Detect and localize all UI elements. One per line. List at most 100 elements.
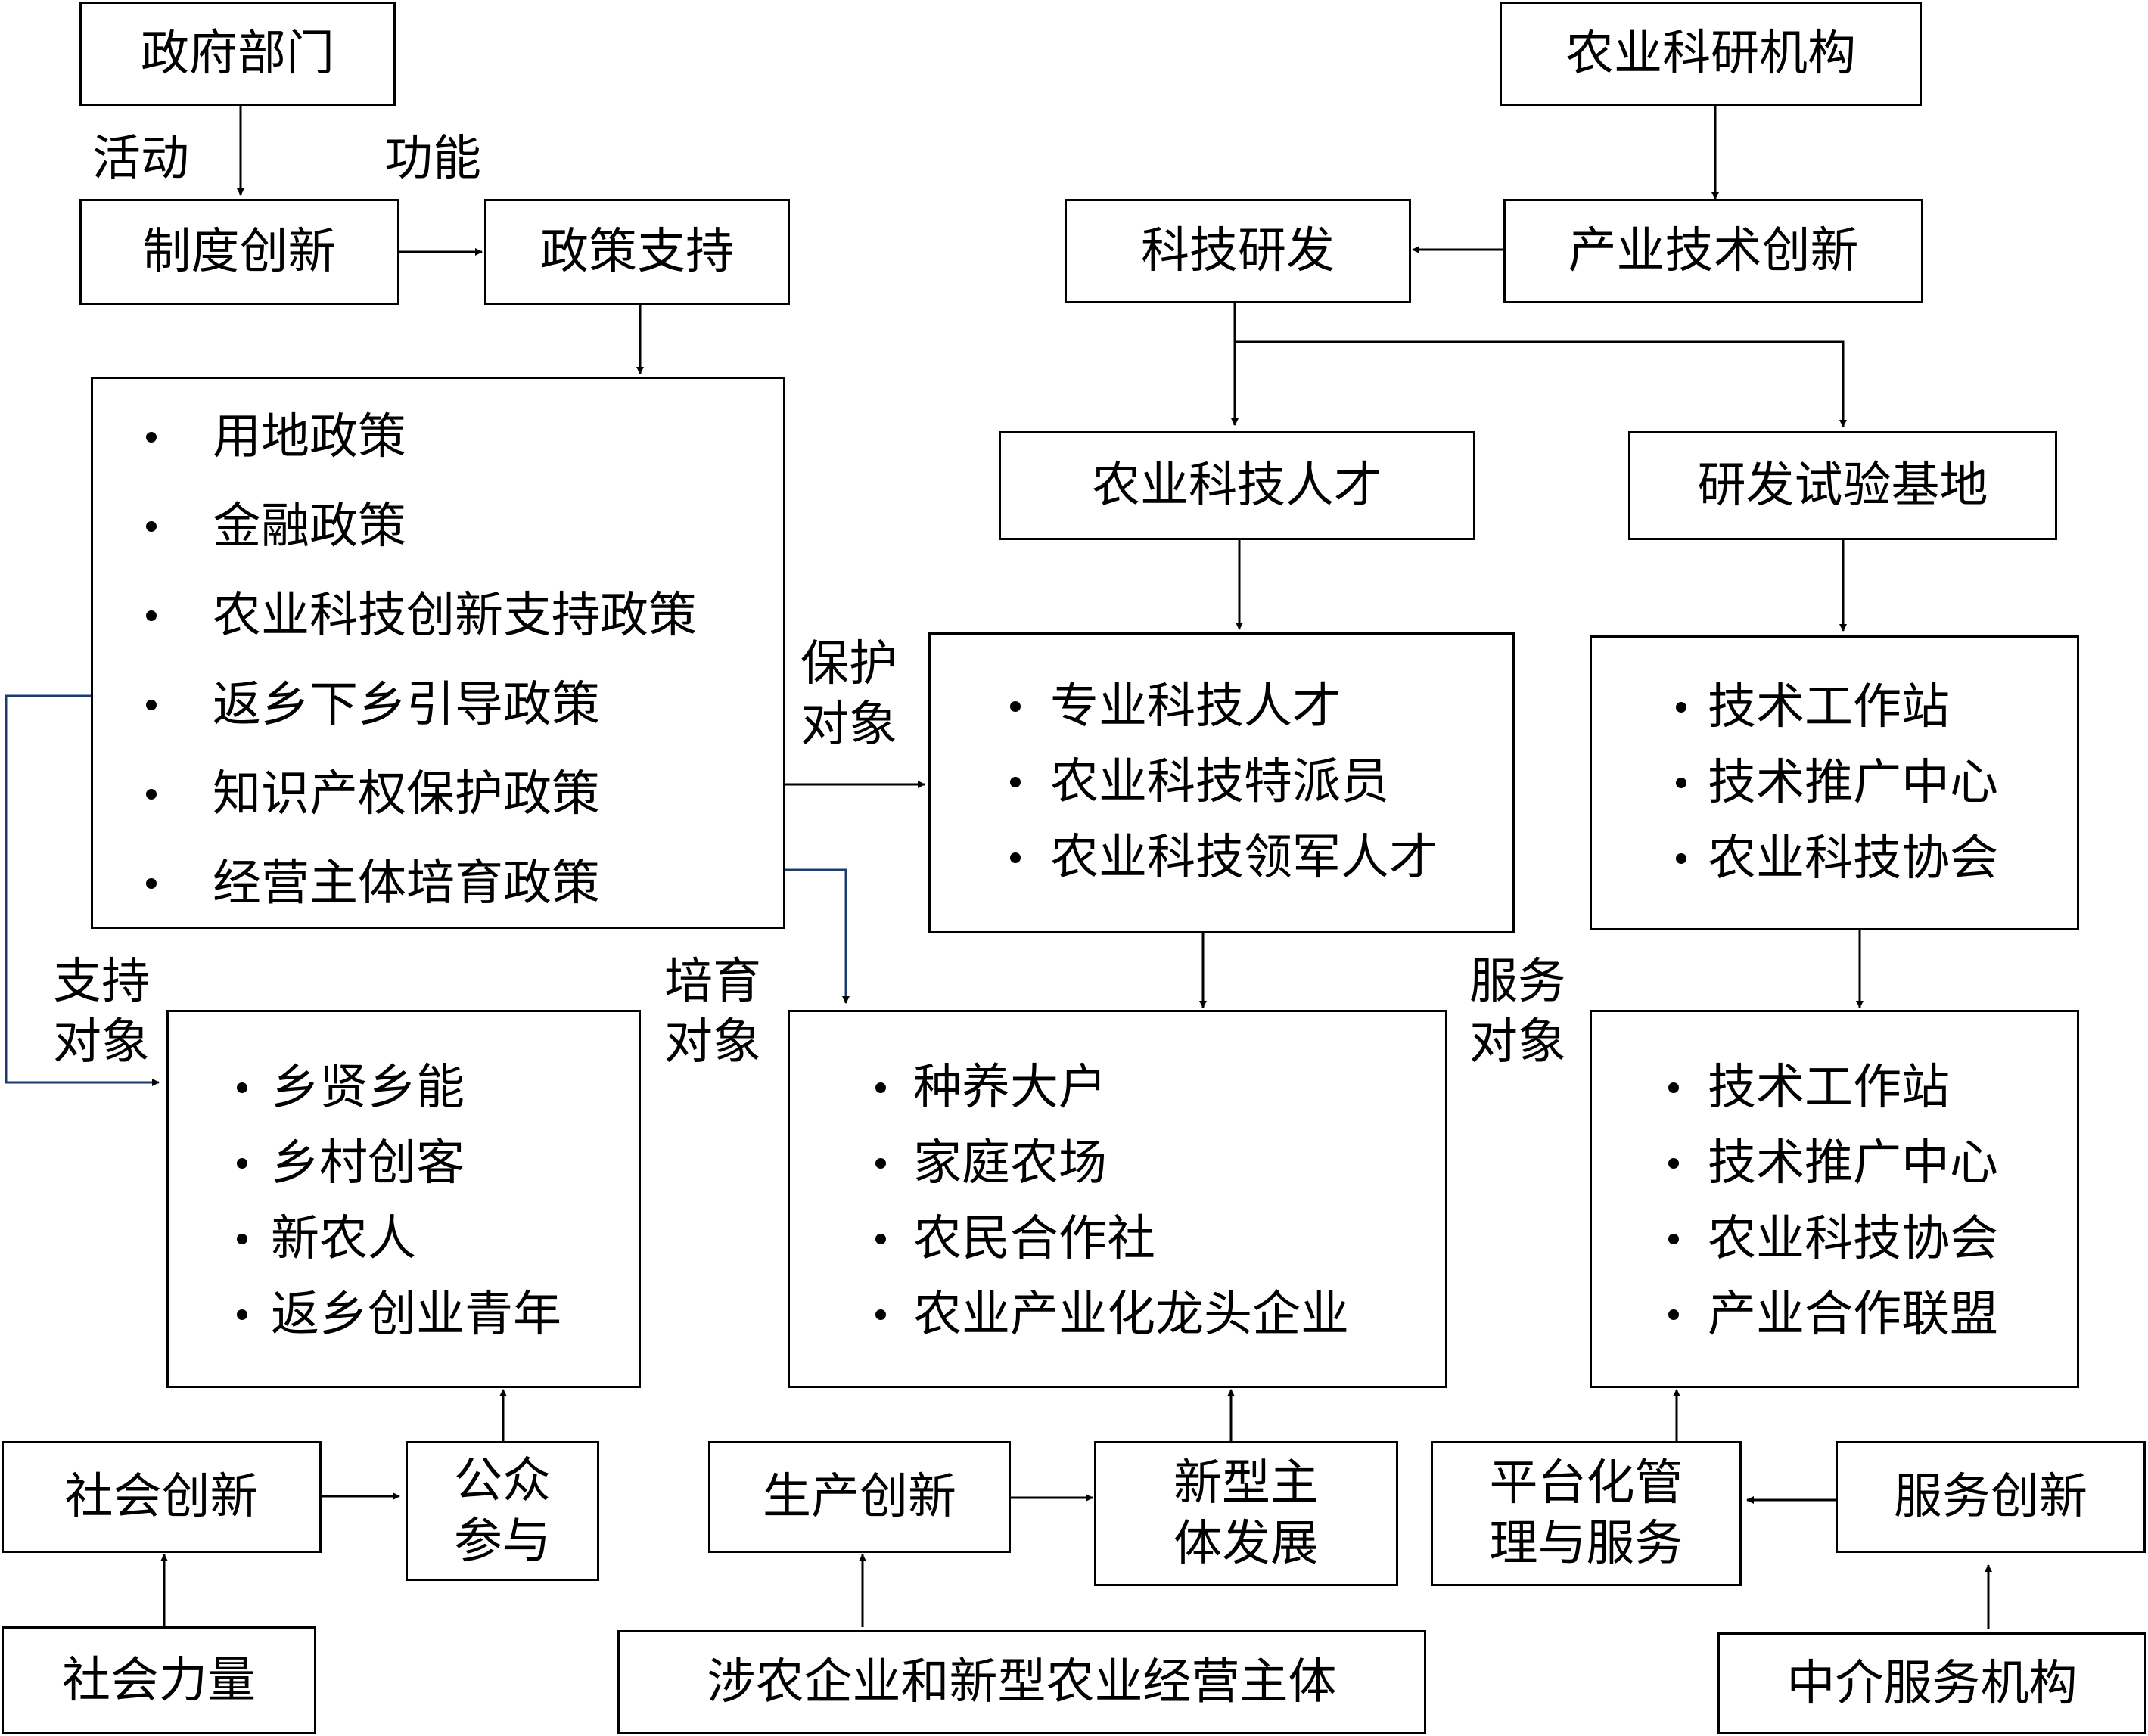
bullet-icon	[1676, 702, 1686, 713]
node-government: 政府部门	[79, 2, 396, 106]
list-item: 新农人	[237, 1201, 561, 1277]
list-item-text: 技术推广中心	[1708, 755, 1998, 811]
arrow-rnd-to-base	[1235, 340, 1847, 427]
bullet-icon	[146, 878, 157, 889]
node-agri-enterprises-label: 涉农企业和新型农业经营主体	[707, 1654, 1337, 1710]
node-new-subject-development: 新型主体发展	[1094, 1441, 1398, 1586]
node-service-innovation-label: 服务创新	[1894, 1469, 2087, 1525]
list-item: 农业产业化龙头企业	[875, 1277, 1349, 1352]
node-rnd-test-base: 研发试验基地	[1628, 431, 2057, 540]
policy-list: 用地政策 金融政策 农业科技创新支持政策 返乡下乡引导政策 知识产权保护政策 经…	[146, 399, 697, 921]
list-item: 返乡创业青年	[237, 1277, 561, 1352]
bullet-icon	[1668, 1082, 1679, 1093]
list-item: 金融政策	[146, 489, 697, 564]
node-social-forces: 社会力量	[2, 1626, 316, 1734]
list-item-text: 技术工作站	[1708, 1060, 1950, 1116]
node-institution-innovation: 制度创新	[79, 199, 399, 305]
list-item-text: 用地政策	[213, 409, 406, 465]
node-social-forces-label: 社会力量	[62, 1652, 256, 1709]
service-orgs-list: 技术工作站 技术推广中心 农业科技协会 产业合作联盟	[1668, 1050, 1998, 1352]
bullet-icon	[237, 1082, 247, 1093]
connector-return-policy-to-people	[5, 694, 160, 1086]
bullet-icon	[875, 1082, 886, 1093]
list-item: 农业科技协会	[1676, 821, 1998, 896]
list-item-text: 农业科技领军人才	[1050, 830, 1438, 886]
bullet-icon	[875, 1234, 886, 1244]
list-item-text: 家庭农场	[913, 1135, 1107, 1191]
list-item: 返乡下乡引导政策	[146, 667, 697, 743]
list-item-text: 返乡下乡引导政策	[213, 677, 600, 733]
bullet-icon	[146, 700, 157, 710]
bullet-icon	[1010, 852, 1021, 863]
node-production-innovation-label: 生产创新	[763, 1469, 956, 1525]
bullet-icon	[1668, 1234, 1679, 1244]
node-industry-tech-innovation: 产业技术创新	[1503, 199, 1923, 303]
bullet-icon	[1010, 777, 1021, 787]
list-item-text: 农业产业化龙头企业	[913, 1287, 1349, 1343]
list-item-text: 技术工作站	[1708, 679, 1950, 735]
label-support-object: 支持对象	[53, 954, 150, 1070]
rural-people-box: 乡贤乡能 乡村创客 新农人 返乡创业青年	[166, 1010, 641, 1388]
node-social-innovation-label: 社会创新	[64, 1469, 259, 1525]
node-policy-support-label: 政策支持	[540, 224, 734, 280]
list-item-text: 产业合作联盟	[1708, 1287, 1998, 1343]
bullet-icon	[875, 1158, 886, 1169]
node-rnd-test-base-label: 研发试验基地	[1697, 458, 1988, 514]
rural-people-list: 乡贤乡能 乡村创客 新农人 返乡创业青年	[237, 1050, 561, 1352]
list-item: 乡村创客	[237, 1126, 561, 1201]
business-subjects-box: 种养大户 家庭农场 农民合作社 农业产业化龙头企业	[788, 1010, 1447, 1388]
node-service-innovation: 服务创新	[1836, 1441, 2146, 1553]
bullet-icon	[1010, 701, 1021, 712]
node-production-innovation: 生产创新	[708, 1441, 1011, 1553]
list-item: 技术工作站	[1676, 669, 1998, 745]
node-institution-innovation-label: 制度创新	[142, 224, 337, 280]
bullet-icon	[237, 1158, 247, 1169]
bullet-icon	[1676, 853, 1686, 864]
list-item-text: 乡贤乡能	[271, 1060, 465, 1116]
list-item-text: 返乡创业青年	[271, 1287, 561, 1343]
label-activity: 活动	[92, 131, 189, 187]
node-agri-enterprises: 涉农企业和新型农业经营主体	[617, 1630, 1426, 1734]
list-item: 农业科技特派员	[1010, 744, 1438, 820]
list-item-text: 金融政策	[213, 498, 406, 554]
list-item-text: 农民合作社	[913, 1211, 1155, 1267]
list-item-text: 乡村创客	[271, 1135, 465, 1191]
bullet-icon	[1676, 778, 1686, 788]
list-item: 农业科技领军人才	[1010, 820, 1438, 896]
list-item: 农业科技创新支持政策	[146, 578, 697, 654]
node-intermediary: 中介服务机构	[1717, 1632, 2146, 1734]
label-service-object: 服务对象	[1469, 954, 1566, 1070]
bullet-icon	[146, 432, 157, 443]
node-tech-rnd: 科技研发	[1065, 199, 1411, 303]
bullet-icon	[237, 1234, 247, 1244]
node-policy-support: 政策支持	[484, 199, 790, 305]
talent-list: 专业科技人才 农业科技特派员 农业科技领军人才	[1010, 669, 1438, 896]
list-item-text: 知识产权保护政策	[213, 766, 600, 822]
label-function: 功能	[384, 131, 481, 187]
node-intermediary-label: 中介服务机构	[1786, 1655, 2078, 1712]
policy-list-box: 用地政策 金融政策 农业科技创新支持政策 返乡下乡引导政策 知识产权保护政策 经…	[91, 377, 785, 929]
list-item-text: 农业科技创新支持政策	[213, 588, 697, 644]
list-item: 知识产权保护政策	[146, 756, 697, 832]
list-item-text: 经营主体培育政策	[213, 856, 600, 911]
node-public-participation-label: 公众参与	[454, 1452, 551, 1570]
node-platform-management-label: 平台化管理与服务	[1489, 1455, 1683, 1572]
node-agri-research-institutions: 农业科研机构	[1500, 2, 1922, 106]
service-orgs-box: 技术工作站 技术推广中心 农业科技协会 产业合作联盟	[1590, 1010, 2079, 1388]
base-list-box: 技术工作站 技术推广中心 农业科技协会	[1590, 635, 2079, 930]
bullet-icon	[1668, 1309, 1679, 1320]
list-item: 技术工作站	[1668, 1050, 1998, 1126]
list-item: 技术推广中心	[1676, 745, 1998, 821]
node-government-label: 政府部门	[141, 26, 334, 82]
list-item: 种养大户	[875, 1050, 1349, 1126]
list-item-text: 农业科技协会	[1708, 1211, 1998, 1267]
list-item: 经营主体培育政策	[146, 846, 697, 921]
list-item-text: 专业科技人才	[1050, 679, 1341, 734]
node-agri-tech-talent: 农业科技人才	[999, 431, 1475, 540]
list-item: 家庭农场	[875, 1126, 1349, 1201]
label-cultivate-object: 培育对象	[664, 954, 761, 1070]
list-item-text: 技术推广中心	[1708, 1135, 1998, 1191]
bullet-icon	[237, 1309, 247, 1320]
base-list: 技术工作站 技术推广中心 农业科技协会	[1676, 669, 1998, 896]
